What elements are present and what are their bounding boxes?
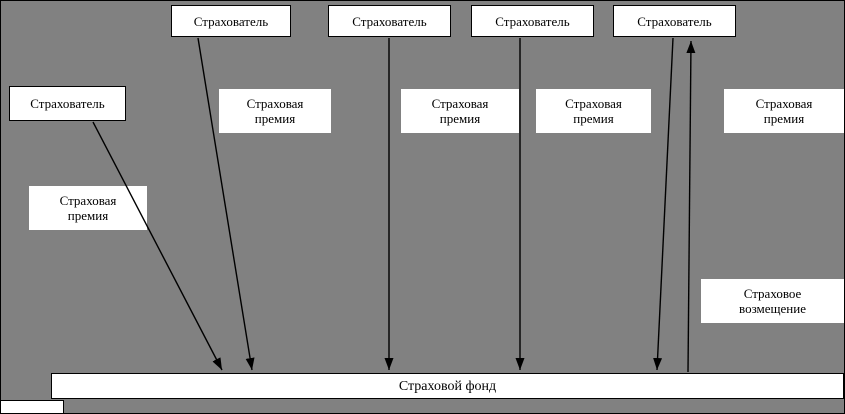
fund-box: Страховой фонд xyxy=(51,373,844,399)
arrow-premium-flow-1 xyxy=(197,37,255,371)
premium-label-4: Страховая премия xyxy=(724,89,844,133)
insurer-box-2: Страхователь xyxy=(328,5,451,37)
insurer-box-left: Страхователь xyxy=(9,86,126,121)
arrow-compensation-flow xyxy=(686,40,696,373)
premium-label-1: Страховая премия xyxy=(219,89,331,133)
insurer-box-3: Страхователь xyxy=(471,5,594,37)
compensation-label: Страховое возмещение xyxy=(701,279,844,323)
canvas-corner-notch xyxy=(1,400,64,413)
arrow-premium-flow-left xyxy=(92,121,223,371)
insurer-box-4: Страхователь xyxy=(613,5,736,37)
insurer-box-1: Страхователь xyxy=(171,5,291,37)
premium-label-3: Страховая премия xyxy=(536,89,651,133)
premium-label-left: Страховая премия xyxy=(29,186,147,230)
arrow-premium-flow-4 xyxy=(653,37,674,371)
premium-label-2: Страховая премия xyxy=(401,89,519,133)
